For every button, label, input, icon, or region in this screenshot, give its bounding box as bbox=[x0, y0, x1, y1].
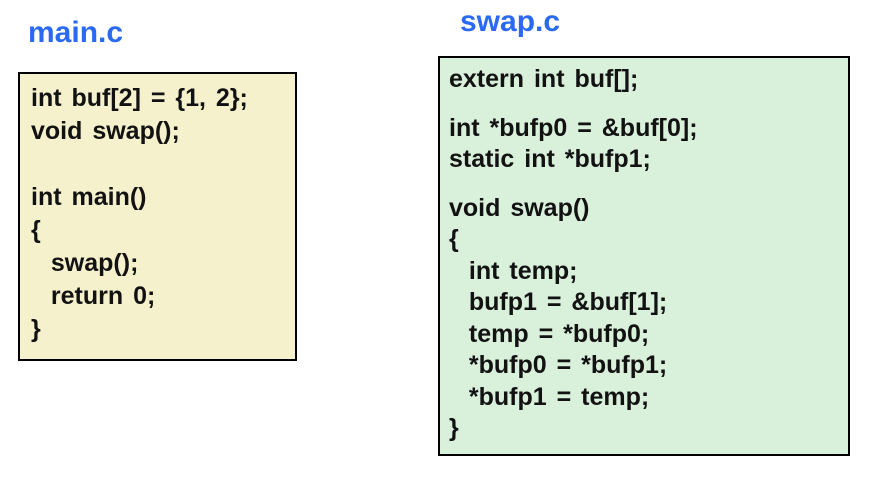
code-line: static int *bufp1; bbox=[449, 145, 651, 173]
code-line: int buf[2] = {1, 2}; bbox=[31, 84, 248, 112]
code-line: *bufp0 = *bufp1; bbox=[449, 351, 668, 379]
code-line: return 0; bbox=[31, 282, 156, 310]
panel-title-swap-c: swap.c bbox=[460, 5, 561, 38]
code-line: } bbox=[31, 315, 41, 343]
code-listing-swap-c: extern int buf[]; int *bufp0 = &buf[0]; st… bbox=[449, 64, 839, 445]
code-line: bufp1 = &buf[1]; bbox=[449, 288, 668, 316]
code-line: { bbox=[449, 225, 459, 253]
code-blank-line bbox=[31, 148, 284, 181]
code-line: int *bufp0 = &buf[0]; bbox=[449, 113, 698, 142]
code-line: int temp; bbox=[449, 256, 578, 285]
code-blank-line bbox=[449, 176, 839, 193]
code-line: } bbox=[449, 414, 459, 442]
code-line: int main() bbox=[31, 183, 147, 211]
panel-title-main-c: main.c bbox=[28, 16, 124, 49]
code-line: { bbox=[31, 216, 41, 244]
code-line: void swap() bbox=[449, 193, 590, 222]
code-line: extern int buf[]; bbox=[449, 65, 639, 93]
code-box-main-c: int buf[2] = {1, 2}; void swap(); int main… bbox=[18, 72, 297, 361]
code-line: temp = *bufp0; bbox=[449, 319, 650, 348]
code-line: void swap(); bbox=[31, 117, 180, 145]
code-blank-line bbox=[449, 96, 839, 113]
code-listing-main-c: int buf[2] = {1, 2}; void swap(); int main… bbox=[31, 82, 284, 346]
code-line: swap(); bbox=[31, 249, 139, 277]
code-box-swap-c: extern int buf[]; int *bufp0 = &buf[0]; st… bbox=[438, 56, 850, 456]
code-line: *bufp1 = temp; bbox=[449, 382, 650, 411]
